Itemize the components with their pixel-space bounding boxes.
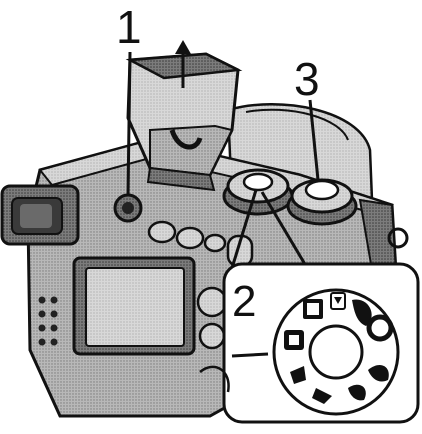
- viewfinder: [2, 186, 78, 244]
- lcd-screen: [74, 258, 194, 354]
- shutter-button: [288, 180, 356, 224]
- flash-open-button: [115, 195, 141, 221]
- callout-1: 1: [116, 4, 142, 50]
- dial-index-mark-icon: [232, 354, 268, 356]
- callout-2: 2: [232, 280, 256, 324]
- mode-dial-top: [224, 170, 292, 214]
- callout-3: 3: [294, 56, 320, 102]
- mode-dial-icon: [274, 290, 398, 414]
